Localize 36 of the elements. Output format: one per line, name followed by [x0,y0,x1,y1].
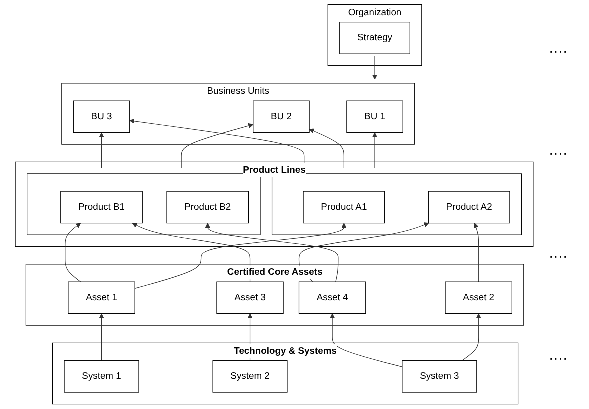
node-box: System 2 [212,360,288,393]
arrow [132,223,251,282]
node-box: System 3 [402,360,478,393]
arrow [99,314,104,362]
ellipsis-text: ···· [549,145,569,162]
node-box: Product A2 [428,191,510,224]
ellipsis-text: ···· [549,43,569,60]
node-box: System 1 [64,360,140,393]
arrow [474,223,480,282]
arrow [130,118,305,168]
node-box: Product B2 [166,191,250,224]
arrow [372,132,378,168]
ellipsis-text: ···· [549,350,569,366]
arrow [372,56,378,80]
arrow [330,314,403,368]
node-box: Asset 3 [216,282,284,314]
ellipsis-text: ···· [549,248,569,264]
node-box: BU 1 [346,100,404,134]
arrow [309,128,344,168]
node-box: Strategy [340,22,410,54]
arrow [99,132,104,168]
node-box: Asset 2 [445,282,512,314]
node-box: Product A1 [303,191,386,224]
arrow [134,223,347,289]
node-box: BU 2 [253,100,310,134]
cluster [272,174,522,236]
node-box: Asset 1 [68,282,136,314]
node-box: BU 3 [73,100,130,134]
cluster [27,174,261,236]
arrow [205,223,339,282]
arrow [181,123,254,168]
arrow [65,223,82,282]
arrow [462,314,482,362]
arrow [298,222,430,282]
node-box: Asset 4 [298,282,366,314]
node-box: Product B1 [60,191,143,224]
